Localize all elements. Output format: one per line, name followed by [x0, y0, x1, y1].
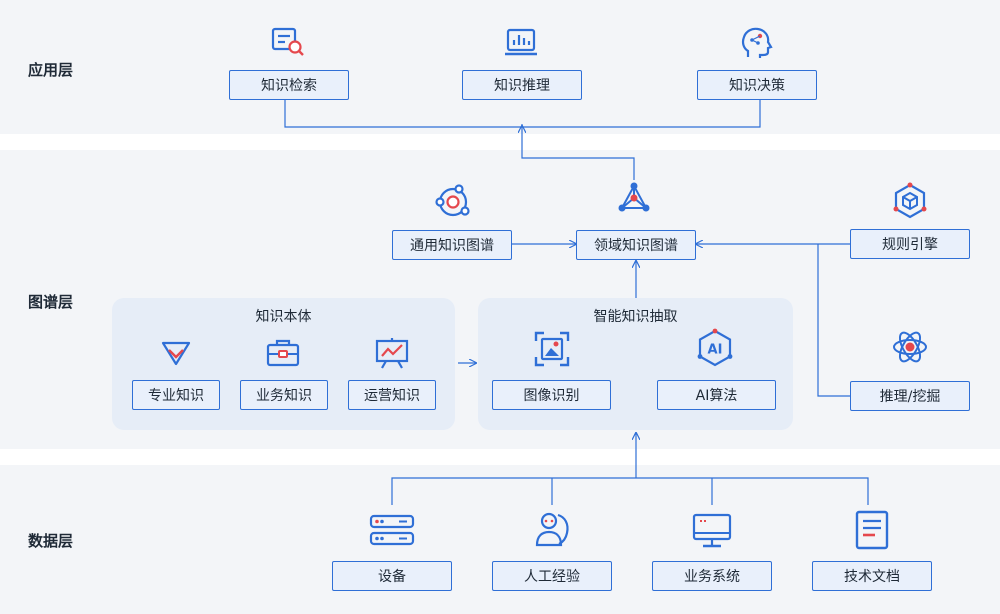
search-document-icon	[270, 26, 306, 62]
document-icon	[853, 509, 893, 557]
business-knowledge-node[interactable]: 业务知识	[240, 380, 328, 410]
business-system-node[interactable]: 业务系统	[652, 561, 772, 591]
cube-icon	[891, 182, 929, 224]
technical-document-node[interactable]: 技术文档	[812, 561, 932, 591]
device-node[interactable]: 设备	[332, 561, 452, 591]
brain-head-icon	[738, 25, 774, 65]
domain-kg-node[interactable]: 领域知识图谱	[576, 230, 696, 260]
general-kg-node[interactable]: 通用知识图谱	[392, 230, 512, 260]
image-scan-icon	[533, 330, 571, 372]
ai-chip-icon: AI	[695, 328, 735, 372]
professional-knowledge-node[interactable]: 专业知识	[132, 380, 220, 410]
monitor-icon	[692, 512, 732, 554]
knowledge-reasoning-node[interactable]: 知识推理	[462, 70, 582, 100]
ontology-title: 知识本体	[255, 309, 312, 325]
operations-knowledge-node[interactable]: 运营知识	[348, 380, 436, 410]
atom-icon	[891, 328, 929, 370]
application-layer-band	[0, 0, 1000, 134]
knowledge-search-node[interactable]: 知识检索	[229, 70, 349, 100]
image-recognition-node[interactable]: 图像识别	[492, 380, 611, 410]
laptop-chart-icon	[503, 27, 539, 63]
data-layer-label: 数据层	[28, 532, 74, 550]
server-icon	[369, 512, 415, 552]
ai-badge-text: AI	[708, 343, 723, 358]
diamond-icon	[158, 337, 194, 373]
ai-algorithm-node[interactable]: AI算法	[657, 380, 776, 410]
briefcase-icon	[265, 337, 301, 373]
orbit-network-icon	[434, 184, 472, 224]
knowledge-decision-node[interactable]: 知识决策	[697, 70, 817, 100]
rule-engine-node[interactable]: 规则引擎	[850, 229, 970, 259]
knowledge-graph-icon	[616, 180, 652, 220]
extraction-title: 智能知识抽取	[593, 309, 678, 325]
application-layer-label: 应用层	[28, 61, 74, 79]
graph-layer-label: 图谱层	[28, 293, 74, 311]
presentation-board-icon	[374, 336, 410, 374]
human-experience-node[interactable]: 人工经验	[492, 561, 612, 591]
user-icon	[533, 509, 573, 553]
reasoning-mining-node[interactable]: 推理/挖掘	[850, 381, 970, 411]
